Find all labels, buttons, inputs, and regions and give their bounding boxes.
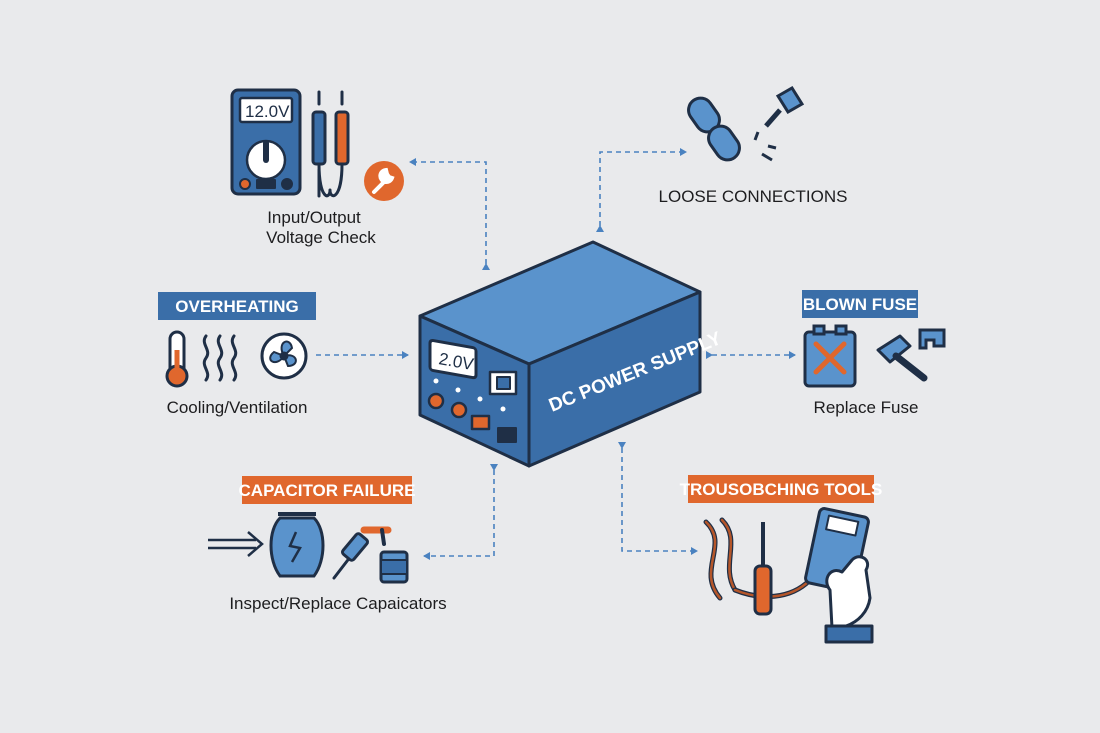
hammer-icon [876, 334, 928, 382]
solder-spool-icon [379, 550, 409, 584]
fan-icon [260, 332, 308, 380]
clip-icon [918, 328, 946, 350]
connector-loose-connections [596, 148, 687, 232]
probe-leads-icon [311, 90, 350, 198]
connector-voltage-check [409, 158, 490, 270]
chain-link-icon [687, 96, 741, 162]
box-side [527, 290, 702, 468]
capacitor-badge-bg [242, 476, 412, 504]
overheating-caption: Cooling/Ventilation [167, 398, 308, 417]
psu-led-2 [455, 387, 461, 393]
screw-icon [753, 85, 805, 162]
multimeter-icon [230, 88, 302, 196]
blown-fuse-badge-bg [802, 290, 918, 318]
overheating-badge-bg [158, 292, 316, 320]
heat-waves-icon [202, 334, 238, 382]
screwdriver-icon [753, 522, 773, 616]
psu-led-1 [433, 378, 439, 384]
soldering-iron-icon [332, 526, 392, 580]
connector-tools [618, 442, 698, 555]
loose-connections-heading: LOOSE CONNECTIONS [659, 187, 848, 206]
fuse-icon [803, 324, 857, 388]
hand-meter-icon [804, 507, 874, 644]
psu-led-4 [500, 406, 506, 412]
wrench-icon [364, 161, 404, 201]
wires-icon [703, 517, 813, 601]
psu-display [428, 338, 478, 380]
psu-orange-button [470, 414, 491, 431]
capacitor-caption: Inspect/Replace Capaicators [229, 594, 446, 613]
dc-power-supply [418, 240, 702, 468]
capacitor-icon [269, 512, 325, 578]
connector-lines [316, 148, 796, 560]
thermometer-icon [165, 330, 189, 388]
psu-dark-button [497, 427, 517, 443]
connector-capacitor [423, 464, 498, 560]
arrow-icon [208, 531, 264, 557]
psu-switch-inner [496, 376, 511, 390]
blown-fuse-caption: Replace Fuse [814, 398, 919, 417]
blown-fuse-badge: BLOWN FUSE [803, 295, 917, 314]
psu-knob-b [450, 401, 468, 419]
multimeter-display: 12.0V [245, 102, 290, 121]
psu-led-3 [477, 396, 483, 402]
voltage-check-caption-2: Voltage Check [266, 228, 376, 247]
voltage-check-caption-1: Input/Output [267, 208, 361, 227]
tools-badge-bg [688, 475, 874, 503]
tools-badge: TROUSOBCHING TOOLS [680, 480, 883, 499]
capacitor-badge: CAPACITOR FAILURE [239, 481, 416, 500]
psu-knob-a [427, 392, 445, 410]
overheating-badge: OVERHEATING [175, 297, 298, 316]
